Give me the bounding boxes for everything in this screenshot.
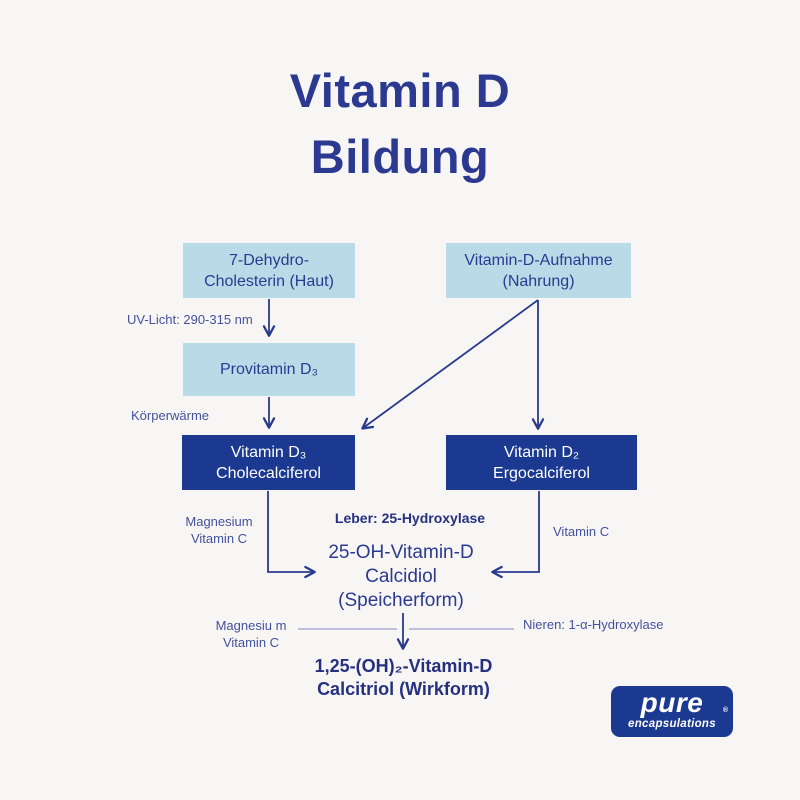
page-title-line1: Vitamin D — [289, 64, 511, 117]
box-7-dehydro-line2: Cholesterin (Haut) — [204, 272, 334, 290]
box-vitamin-d3-line1: Vitamin D₃ — [230, 443, 307, 461]
node-calcitriol-line2: Calcitriol (Wirkform) — [317, 679, 490, 699]
label-magnesium-lower-line1: Magnesiu m — [215, 618, 287, 633]
box-7-dehydro-cholesterin: 7-Dehydro- Cholesterin (Haut) — [183, 243, 355, 298]
box-vitamin-d2: Vitamin D₂ Ergocalciferol — [446, 435, 637, 490]
box-vitamin-d3: Vitamin D₃ Cholecalciferol — [182, 435, 355, 490]
box-aufnahme-line1: Vitamin-D-Aufnahme — [464, 251, 613, 269]
pure-encapsulations-logo: pure encapsulations ® — [611, 686, 733, 737]
node-calcidiol-line2: Calcidiol — [365, 566, 437, 587]
box-vitamin-d2-line1: Vitamin D₂ — [503, 443, 580, 461]
logo-brand-text: pure — [640, 687, 704, 718]
logo-sub-text: encapsulations — [628, 718, 716, 730]
label-vitamin-c-right: Vitamin C — [553, 524, 610, 539]
box-provitamin-d3-label: Provitamin D₃ — [219, 361, 319, 378]
label-magnesium-upper-line2: Vitamin C — [190, 531, 248, 546]
box-7-dehydro-line1: 7-Dehydro- — [228, 251, 310, 269]
node-calcidiol-line3: (Speicherform) — [338, 590, 464, 611]
label-koerperwaerme: Körperwärme — [131, 408, 210, 423]
label-nieren-hydroxylase: Nieren: 1-α-Hydroxylase — [523, 617, 664, 632]
node-calcitriol-line1: 1,25-(OH)₂-Vitamin-D — [314, 656, 493, 676]
arrow-aufnahme-to-d3 — [361, 299, 539, 430]
box-aufnahme-line2: (Nahrung) — [502, 272, 575, 290]
node-calcidiol: 25-OH-Vitamin-D Calcidiol (Speicherform) — [301, 541, 501, 613]
node-calcitriol: 1,25-(OH)₂-Vitamin-D Calcitriol (Wirkfor… — [291, 655, 516, 701]
page-title: Vitamin D Bildung — [0, 58, 800, 190]
node-calcidiol-line1: 25-OH-Vitamin-D — [328, 542, 474, 563]
box-vitamin-d2-line2: Ergocalciferol — [493, 464, 590, 482]
box-vitamin-d-aufnahme: Vitamin-D-Aufnahme (Nahrung) — [446, 243, 631, 298]
box-vitamin-d3-line2: Cholecalciferol — [216, 464, 321, 482]
registered-trademark-icon: ® — [722, 707, 728, 714]
label-magnesium-vitc-upper: Magnesium Vitamin C — [183, 513, 255, 547]
box-provitamin-d3: Provitamin D₃ — [183, 343, 355, 396]
label-leber-hydroxylase: Leber: 25-Hydroxylase — [334, 510, 486, 526]
label-uv-licht: UV-Licht: 290-315 nm — [127, 312, 253, 327]
label-magnesium-vitc-lower: Magnesiu m Vitamin C — [213, 617, 289, 651]
label-magnesium-upper-line1: Magnesium — [185, 514, 253, 529]
page-title-line2: Bildung — [310, 130, 490, 183]
label-magnesium-lower-line2: Vitamin C — [222, 635, 280, 650]
